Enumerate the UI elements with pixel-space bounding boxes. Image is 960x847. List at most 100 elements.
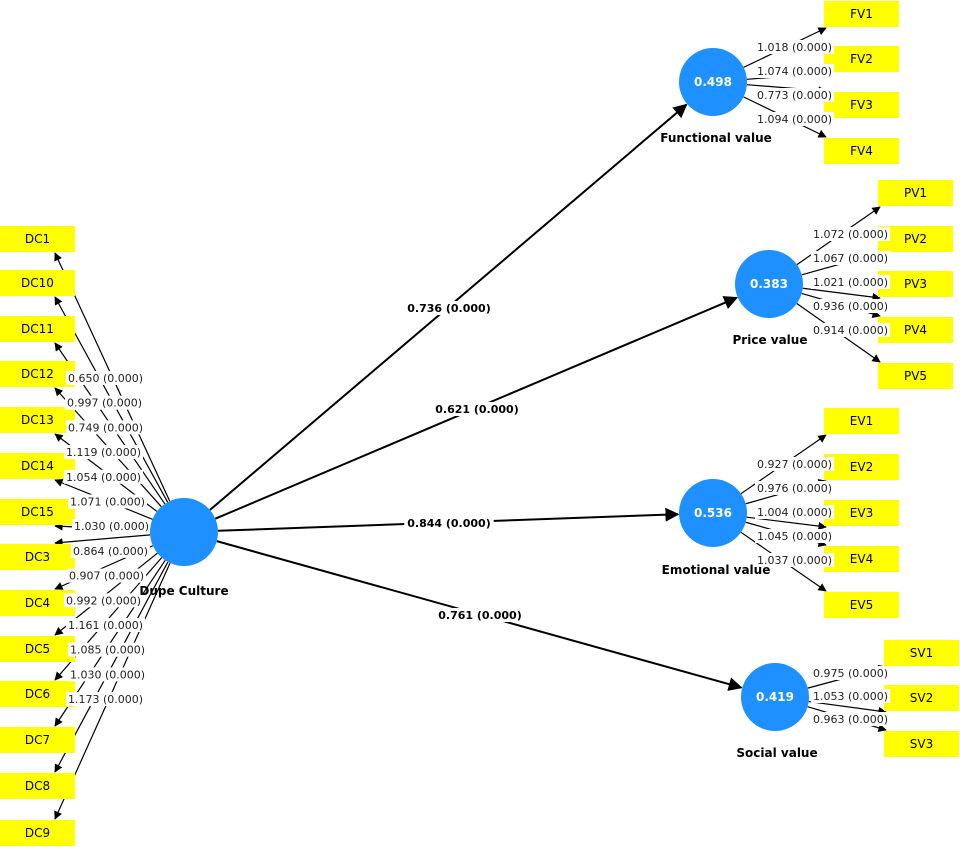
outer-loading-sv3: 0.963 (0.000) — [813, 713, 888, 726]
indicator-box-fv1[interactable] — [824, 1, 899, 27]
outer-loading-sv2: 1.053 (0.000) — [813, 690, 888, 703]
outer-loading-bg — [68, 494, 148, 509]
indicator-box-dc10[interactable] — [0, 270, 75, 296]
indicator-label-pv2: PV2 — [904, 232, 927, 246]
indicator-box-pv2[interactable] — [878, 226, 953, 252]
outer-loading-bg — [755, 481, 835, 495]
indicator-box-dc8[interactable] — [0, 773, 75, 799]
indicator-box-dc15[interactable] — [0, 499, 75, 525]
outer-loading-ev3: 1.004 (0.000) — [757, 506, 832, 519]
outer-loading-bg — [67, 568, 147, 583]
loading-labels: 0.736 (0.000)0.621 (0.000)0.844 (0.000)0… — [64, 40, 891, 726]
latent-variable-dupe-culture[interactable]: Dupe Culture — [139, 498, 229, 598]
loading-arrow-sv2[interactable] — [808, 700, 887, 716]
indicator-box-dc4[interactable] — [0, 590, 75, 616]
indicator-box-pv5[interactable] — [878, 363, 953, 389]
outer-loading-ev1: 0.927 (0.000) — [757, 458, 832, 471]
path-coefficient-sv: 0.761 (0.000) — [438, 609, 521, 622]
outer-loading-bg — [811, 689, 891, 703]
r-squared-value-emotional-value: 0.536 — [694, 506, 732, 520]
outer-loading-ev4: 1.045 (0.000) — [757, 530, 832, 543]
outer-loading-bg — [811, 227, 891, 241]
indicator-box-dc11[interactable] — [0, 316, 75, 342]
outer-loading-bg — [71, 543, 151, 558]
indicator-label-dc3: DC3 — [25, 550, 50, 564]
indicator-box-dc5[interactable] — [0, 636, 75, 662]
indicator-box-ev5[interactable] — [824, 592, 899, 618]
outer-loading-sv1: 0.975 (0.000) — [813, 667, 888, 680]
outer-loading-dc12: 1.119 (0.000) — [66, 446, 141, 459]
latent-circle-price-value[interactable] — [735, 250, 803, 318]
indicator-box-dc9[interactable] — [0, 820, 75, 846]
latent-name-dupe-culture: Dupe Culture — [139, 584, 228, 598]
indicator-box-sv3[interactable] — [884, 731, 959, 757]
indicator-box-ev1[interactable] — [824, 408, 899, 434]
path-coefficient-bg — [432, 402, 522, 416]
indicator-box-ev3[interactable] — [824, 500, 899, 526]
indicator-label-fv3: FV3 — [850, 98, 873, 112]
indicator-box-pv3[interactable] — [878, 271, 953, 297]
indicator-box-pv4[interactable] — [878, 317, 953, 343]
outer-loading-bg — [811, 275, 891, 289]
indicator-box-sv1[interactable] — [884, 640, 959, 666]
loading-arrow-dc3[interactable] — [54, 534, 151, 547]
latent-circle-functional-value[interactable] — [679, 48, 747, 116]
outer-loading-bg — [66, 371, 146, 385]
outer-loading-pv5: 0.914 (0.000) — [813, 324, 888, 337]
outer-loading-bg — [68, 642, 148, 657]
path-coefficient-ev: 0.844 (0.000) — [407, 517, 490, 530]
outer-loading-bg — [65, 395, 145, 410]
outer-loading-bg — [755, 529, 835, 543]
indicator-label-dc15: DC15 — [21, 505, 54, 519]
outer-loading-bg — [811, 299, 891, 313]
indicator-box-dc3[interactable] — [0, 544, 75, 570]
outer-loading-pv3: 1.021 (0.000) — [813, 276, 888, 289]
indicator-label-dc9: DC9 — [25, 826, 50, 840]
outer-loading-bg — [811, 323, 891, 337]
indicator-box-dc14[interactable] — [0, 453, 75, 479]
indicator-box-fv3[interactable] — [824, 92, 899, 118]
indicator-box-dc13[interactable] — [0, 407, 75, 433]
latent-circle-dupe-culture[interactable] — [150, 498, 218, 566]
indicator-box-sv2[interactable] — [884, 685, 959, 711]
indicator-label-fv4: FV4 — [850, 144, 873, 158]
outer-loading-dc5: 0.992 (0.000) — [66, 594, 141, 607]
outer-loading-ev5: 1.037 (0.000) — [757, 554, 832, 567]
outer-loading-dc15: 1.030 (0.000) — [74, 520, 149, 533]
loading-arrow-pv3[interactable] — [802, 287, 881, 302]
outer-loading-bg — [68, 667, 148, 682]
indicator-box-dc1[interactable] — [0, 226, 75, 252]
indicator-box-dc12[interactable] — [0, 361, 75, 387]
indicator-box-pv1[interactable] — [878, 180, 953, 206]
indicator-box-fv4[interactable] — [824, 138, 899, 164]
outer-loading-dc13: 1.054 (0.000) — [66, 471, 141, 484]
indicator-box-ev2[interactable] — [824, 454, 899, 480]
latent-circle-social-value[interactable] — [741, 663, 809, 731]
outer-loading-pv4: 0.936 (0.000) — [813, 300, 888, 313]
indicator-label-fv2: FV2 — [850, 52, 873, 66]
indicator-label-dc1: DC1 — [25, 232, 50, 246]
outer-loading-bg — [755, 40, 835, 54]
indicator-label-pv3: PV3 — [904, 277, 927, 291]
indicator-box-ev4[interactable] — [824, 546, 899, 572]
indicator-label-dc10: DC10 — [21, 276, 54, 290]
r-squared-value-price-value: 0.383 — [750, 277, 788, 291]
indicator-box-dc7[interactable] — [0, 727, 75, 753]
latent-circle-emotional-value[interactable] — [679, 479, 747, 547]
outer-loading-bg — [755, 457, 835, 471]
outer-loading-dc14: 1.071 (0.000) — [70, 496, 145, 509]
indicator-label-ev4: EV4 — [850, 552, 873, 566]
path-coefficient-bg — [404, 301, 494, 315]
indicator-box-dc6[interactable] — [0, 681, 75, 707]
outer-loading-bg — [811, 666, 891, 680]
outer-loading-pv1: 1.072 (0.000) — [813, 228, 888, 241]
outer-loading-fv4: 1.094 (0.000) — [757, 113, 832, 126]
indicator-box-fv2[interactable] — [824, 46, 899, 72]
